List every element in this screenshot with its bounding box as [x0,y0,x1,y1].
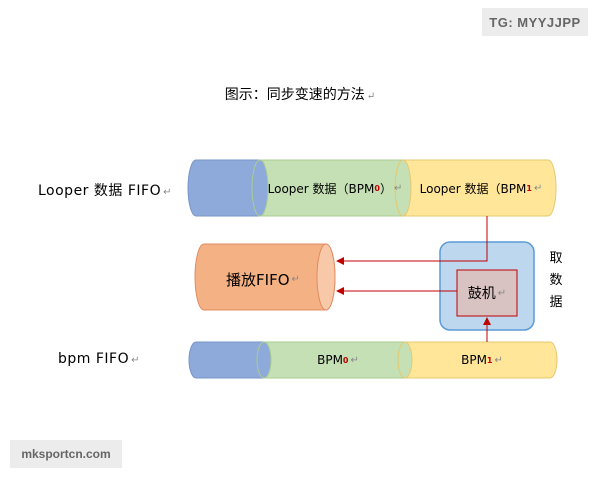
looper-seg-blue [187,159,261,217]
watermark-top: TG: MYYJJPP [482,8,588,36]
fetch-data-char-1: 取 [549,251,563,266]
bpm-seg-yellow-end [397,341,413,379]
drum-machine-label: 鼓机↵ [467,286,507,302]
fetch-data-char-2: 数 [549,273,563,288]
looper-fifo-label: Looper 数据 FIFO↵ [38,183,172,199]
looper-seg-green-end [251,159,269,217]
drum-machine-inner-box [456,269,518,317]
looper-seg-yellow [402,159,557,217]
fetch-data-label: 取 数 据 [549,248,563,314]
bpm-seg-green-end [256,341,272,379]
diagram-title: 图示：同步变速的方法↵ [224,87,376,103]
looper-seg-yellow-end [394,159,412,217]
bpm-seg-blue [188,341,265,379]
play-fifo-label: 播放FIFO↵ [226,270,300,289]
fetch-data-char-3: 据 [549,295,563,310]
watermark-bottom: mksportcn.com [10,440,122,468]
bpm-seg-yellow [404,341,558,379]
play-fifo-cylinder [194,243,336,311]
bpm-fifo-label: bpm FIFO↵ [58,351,141,367]
arrow-looper-to-play [336,216,488,265]
bpm-fifo-cylinder [188,341,558,379]
looper-fifo-cylinder [187,159,557,217]
